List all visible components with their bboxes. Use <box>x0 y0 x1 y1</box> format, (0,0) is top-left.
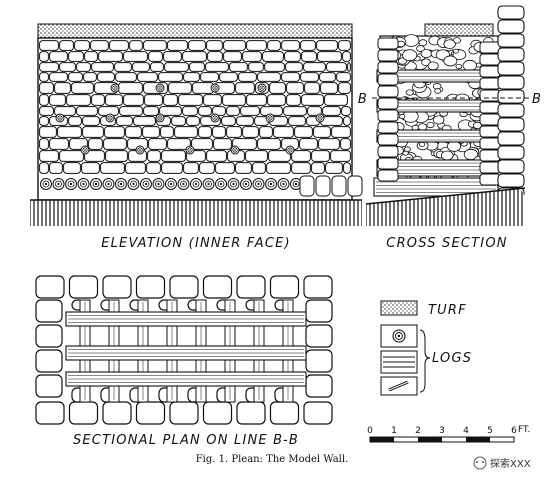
elevation-log-ends <box>40 83 363 197</box>
cross-section-face-stones <box>377 5 525 202</box>
scale-unit: FT. <box>518 425 530 435</box>
cross-section-drawing: B B <box>358 5 542 226</box>
cross-section-ground <box>366 188 525 226</box>
scale-bar: 0 1 2 3 4 5 6 FT. <box>367 425 530 443</box>
scale-tick-label: 4 <box>463 426 469 436</box>
figure-caption: Fig. 1. Plean: The Model Wall. <box>196 454 349 465</box>
legend-logs-label: LOGS <box>432 351 472 366</box>
scale-tick-label: 5 <box>487 426 493 436</box>
elevation-drawing <box>30 23 363 226</box>
watermark: 探索XXX <box>473 456 531 470</box>
elevation-stones <box>39 40 351 174</box>
scale-tick-label: 2 <box>415 426 421 436</box>
scale-tick-label: 1 <box>391 426 397 436</box>
elevation-label: ELEVATION (INNER FACE) <box>101 236 291 251</box>
sectional-plan-label: SECTIONAL PLAN ON LINE B-B <box>73 433 299 448</box>
plan-log-grid <box>65 299 307 403</box>
elevation-turf <box>37 23 353 39</box>
legend-turf-label: TURF <box>428 303 467 318</box>
legend-turf-swatch <box>380 300 418 316</box>
elevation-ground <box>30 200 362 226</box>
cross-section-turf <box>424 23 494 37</box>
section-marker-right: B <box>532 92 542 107</box>
scale-tick-label: 6 <box>511 426 517 436</box>
legend-logs-brace <box>419 329 431 393</box>
scale-tick-label: 0 <box>367 426 373 436</box>
sectional-plan-drawing <box>35 275 333 425</box>
legend: TURF LOGS <box>380 300 472 396</box>
section-marker-left: B <box>358 92 368 107</box>
scale-tick-label: 3 <box>439 426 445 436</box>
cross-section-label: CROSS SECTION <box>386 236 507 251</box>
watermark-text: 探索XXX <box>490 457 531 470</box>
